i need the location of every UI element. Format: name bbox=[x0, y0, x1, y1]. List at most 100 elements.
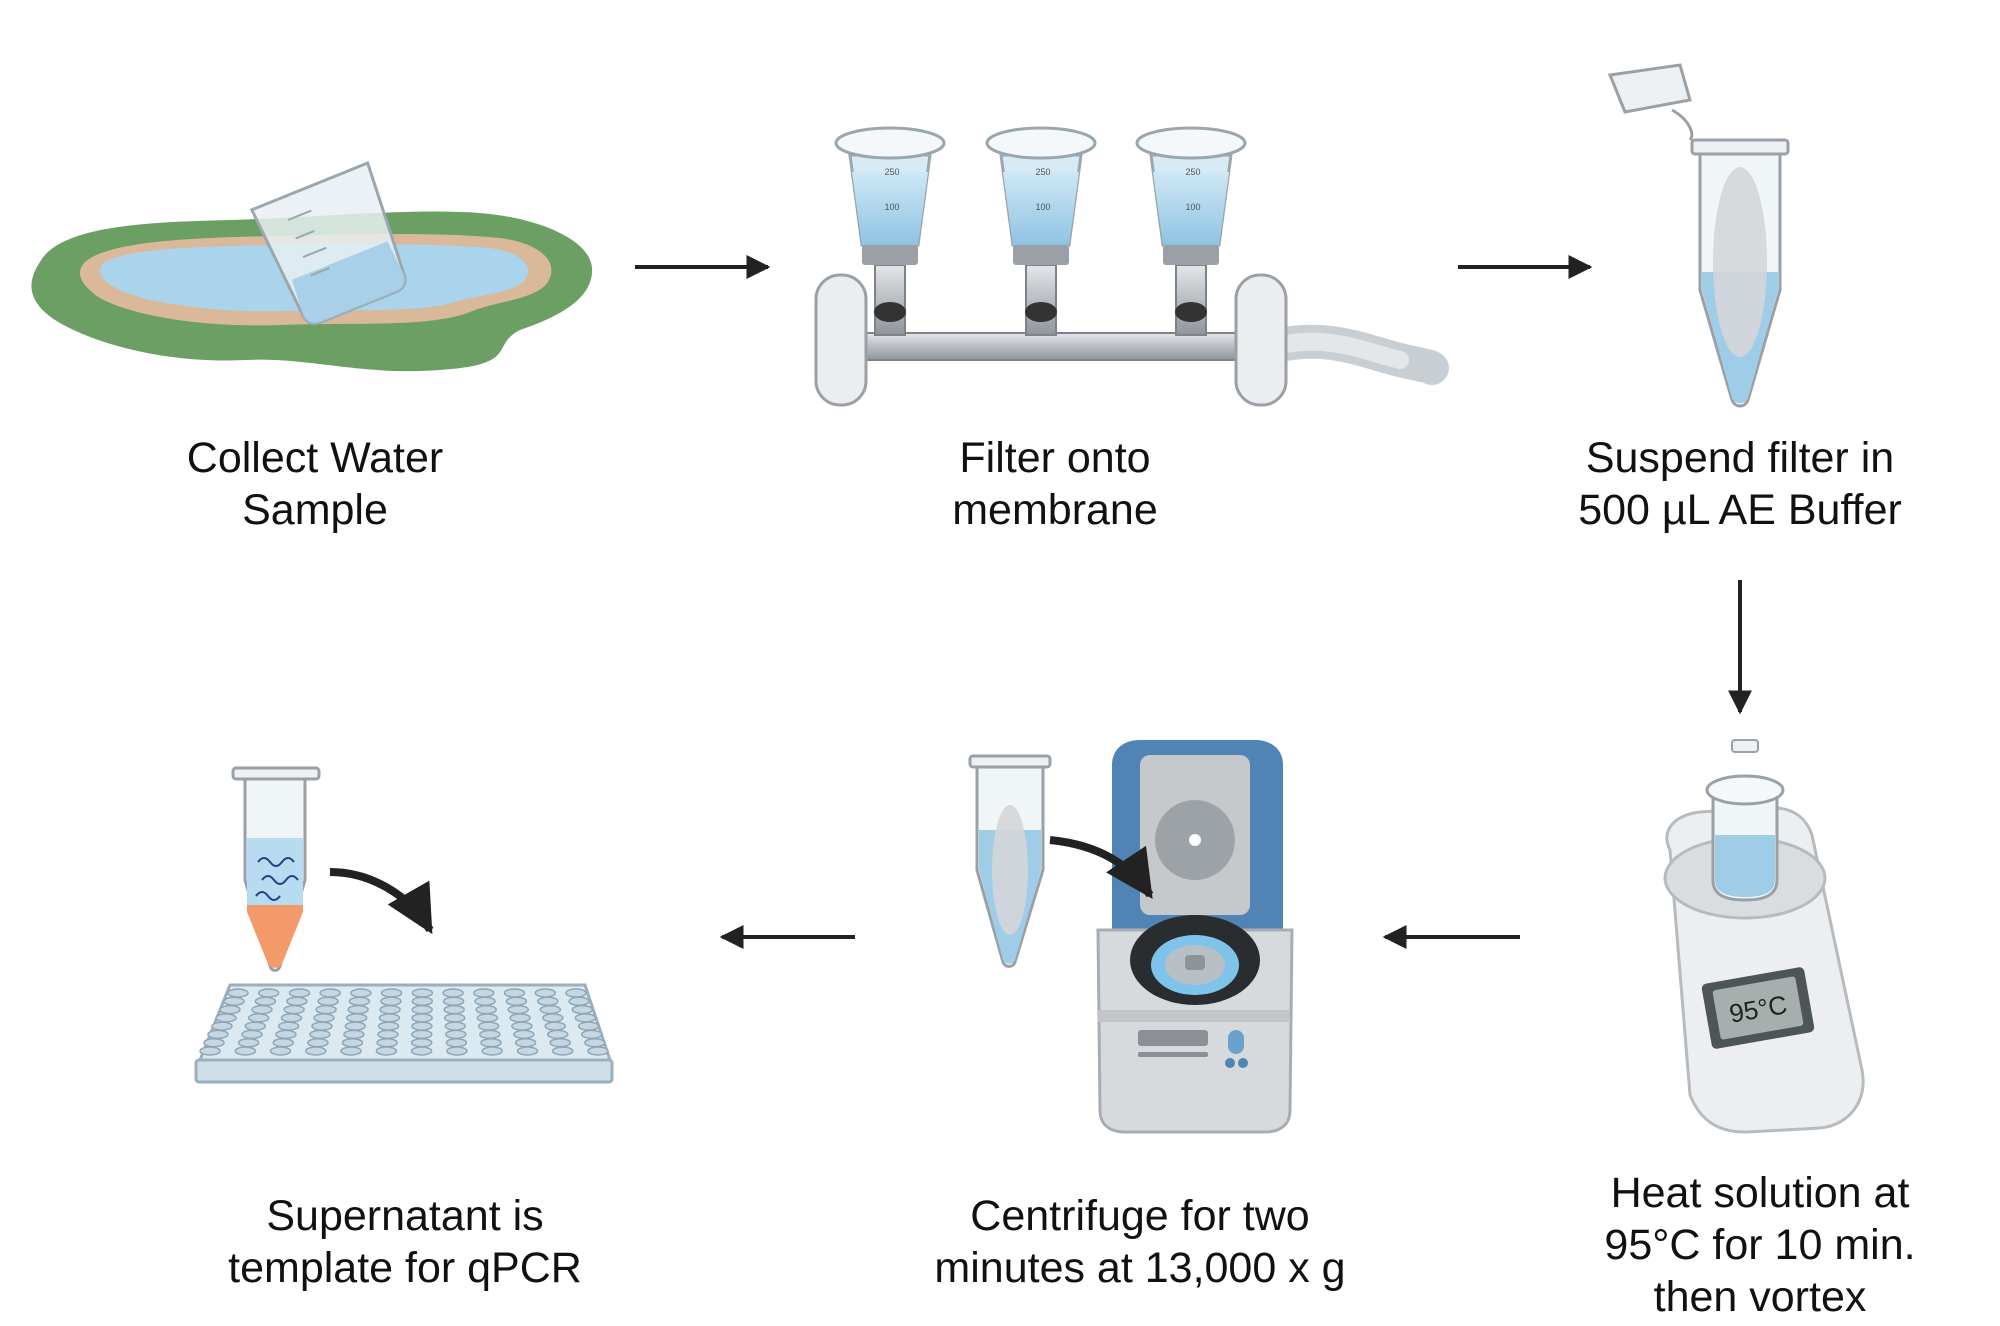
well bbox=[380, 996, 402, 1007]
curved-arrow-into-plate bbox=[329, 868, 434, 935]
well bbox=[474, 996, 496, 1007]
well bbox=[411, 988, 434, 998]
well bbox=[516, 1046, 539, 1056]
well bbox=[340, 1046, 362, 1056]
well bbox=[377, 1021, 400, 1031]
well bbox=[199, 1046, 221, 1056]
well bbox=[446, 1046, 468, 1056]
well bbox=[568, 996, 590, 1007]
well bbox=[219, 1004, 241, 1015]
well bbox=[443, 1013, 466, 1023]
well bbox=[376, 1037, 398, 1048]
well bbox=[513, 1029, 535, 1040]
well bbox=[534, 988, 557, 998]
well bbox=[411, 1013, 433, 1023]
well bbox=[319, 988, 341, 998]
beaker-icon bbox=[249, 161, 407, 325]
well bbox=[476, 1013, 499, 1023]
well bbox=[571, 1004, 594, 1015]
well bbox=[544, 1021, 566, 1031]
centrifuge-illustration bbox=[968, 740, 1294, 1134]
well bbox=[537, 996, 559, 1007]
well bbox=[317, 996, 339, 1007]
svg-text:100: 100 bbox=[1185, 202, 1200, 212]
well bbox=[288, 988, 311, 998]
well bbox=[565, 988, 587, 998]
96-well-plate-icon bbox=[194, 983, 614, 1084]
well bbox=[551, 1046, 574, 1056]
well bbox=[286, 996, 308, 1007]
well bbox=[539, 1004, 562, 1015]
well bbox=[442, 996, 465, 1007]
well bbox=[244, 1021, 267, 1031]
funnel-3: 250 100 bbox=[1135, 126, 1247, 336]
well bbox=[574, 1013, 597, 1023]
well bbox=[444, 1021, 467, 1031]
well bbox=[411, 996, 434, 1007]
well bbox=[203, 1037, 225, 1048]
svg-text:250: 250 bbox=[1185, 167, 1200, 177]
svg-text:250: 250 bbox=[884, 167, 899, 177]
well bbox=[207, 1029, 229, 1040]
well bbox=[234, 1046, 257, 1056]
well bbox=[410, 1037, 433, 1048]
well bbox=[549, 1037, 571, 1048]
well bbox=[345, 1013, 368, 1023]
well bbox=[311, 1021, 333, 1031]
well bbox=[410, 1046, 433, 1056]
well bbox=[315, 1004, 337, 1015]
centrifuge-tube-icon bbox=[968, 754, 1052, 968]
flow-arrows bbox=[635, 255, 1752, 949]
well bbox=[223, 996, 245, 1007]
well bbox=[280, 1013, 303, 1023]
heat-block-illustration: 95°C bbox=[1663, 739, 1865, 1134]
well bbox=[305, 1046, 327, 1056]
well bbox=[509, 1013, 531, 1023]
well bbox=[514, 1037, 537, 1048]
well bbox=[480, 1037, 502, 1048]
well bbox=[344, 1021, 367, 1031]
well bbox=[380, 988, 403, 998]
well bbox=[577, 1021, 600, 1031]
well bbox=[348, 996, 371, 1007]
well bbox=[275, 1029, 297, 1040]
well bbox=[507, 1004, 529, 1015]
well bbox=[347, 1004, 369, 1015]
well bbox=[241, 1029, 263, 1040]
filtration-manifold-illustration: 250 100 250 100 250 100 bbox=[814, 126, 1449, 407]
well bbox=[473, 988, 495, 998]
svg-text:250: 250 bbox=[1035, 167, 1050, 177]
well bbox=[307, 1037, 329, 1048]
well bbox=[215, 1013, 237, 1023]
well bbox=[277, 1021, 300, 1031]
well bbox=[445, 1029, 467, 1040]
well bbox=[411, 1004, 433, 1015]
well bbox=[505, 996, 528, 1007]
well bbox=[309, 1029, 331, 1040]
qpcr-plate-illustration bbox=[194, 766, 614, 1084]
well bbox=[475, 1004, 497, 1015]
well bbox=[283, 1004, 305, 1015]
well bbox=[580, 1029, 603, 1040]
well bbox=[377, 1029, 399, 1040]
funnel-1: 250 100 bbox=[834, 126, 946, 336]
heat-block-display: 95°C bbox=[1701, 967, 1815, 1049]
well bbox=[211, 1021, 233, 1031]
plate-wells bbox=[199, 988, 609, 1056]
svg-text:100: 100 bbox=[884, 202, 899, 212]
well bbox=[546, 1029, 569, 1040]
well bbox=[503, 988, 526, 998]
well bbox=[341, 1037, 364, 1048]
well bbox=[343, 1029, 365, 1040]
well bbox=[375, 1046, 398, 1056]
well bbox=[251, 1004, 273, 1015]
well bbox=[477, 1021, 500, 1031]
well bbox=[411, 1029, 433, 1040]
well bbox=[378, 1013, 401, 1023]
well bbox=[247, 1013, 270, 1023]
well bbox=[272, 1037, 294, 1048]
